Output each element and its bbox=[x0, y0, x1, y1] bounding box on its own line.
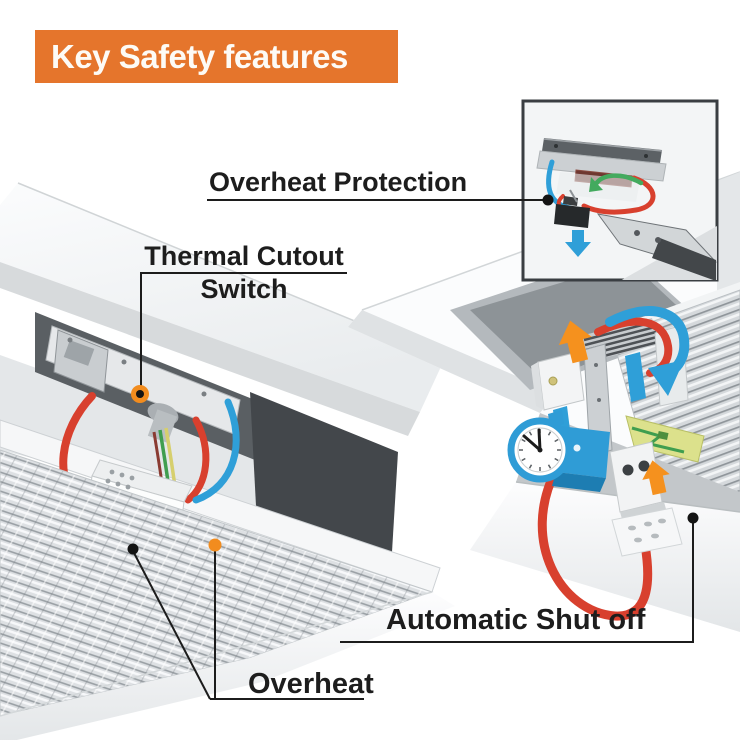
marker-overheat-black bbox=[127, 543, 139, 555]
fan-motor-assembly bbox=[531, 318, 689, 457]
down-arrow-icon bbox=[565, 230, 591, 257]
label-thermal-cutout-line2: Switch bbox=[200, 274, 288, 304]
ground-wire-zigzag bbox=[631, 426, 685, 454]
red-wire-left-2 bbox=[184, 416, 210, 504]
up-arrow-icon bbox=[558, 320, 592, 364]
right-hood-illustration bbox=[348, 171, 740, 632]
left-hood-interior-shadow bbox=[250, 392, 398, 552]
right-hood-front-edge bbox=[348, 310, 556, 413]
label-overheat: Overheat bbox=[248, 668, 374, 700]
label-overheat-protection: Overheat Protection bbox=[209, 167, 468, 197]
airflow-down-arrow-icon bbox=[605, 306, 690, 396]
outlet-box bbox=[609, 441, 683, 557]
clock-minute-hand bbox=[522, 434, 542, 452]
marker-overheat-orange bbox=[208, 538, 222, 552]
label-automatic-shutoff: Automatic Shut off bbox=[386, 604, 646, 636]
automatic-shutoff-leader-line bbox=[340, 518, 694, 643]
clock-hour-hand bbox=[537, 428, 542, 452]
marker-automatic-shutoff bbox=[687, 512, 699, 524]
blue-duct-bar bbox=[625, 352, 646, 402]
clock-icon bbox=[507, 417, 573, 483]
inset-lower-bracket bbox=[596, 213, 717, 280]
blue-wire-left bbox=[192, 398, 240, 504]
inset-red-wire bbox=[581, 175, 656, 215]
marker-thermal-cutout bbox=[136, 390, 144, 398]
inset-panel bbox=[521, 99, 719, 282]
left-hood-bottom-skirt bbox=[0, 592, 455, 740]
thermal-cutout-bracket bbox=[45, 325, 241, 443]
up-arrow-icon-2 bbox=[642, 460, 670, 496]
reset-rotate-arrow-icon bbox=[589, 173, 644, 192]
page-title: Key Safety features bbox=[51, 38, 348, 75]
thermal-fuse-switch bbox=[554, 189, 590, 228]
title-banner: Key Safety features bbox=[35, 30, 398, 83]
thermal-cutout-leader-line bbox=[140, 272, 347, 390]
marker-overheat-protection bbox=[542, 194, 554, 206]
left-hood-front-edge bbox=[0, 262, 420, 436]
label-thermal-cutout-line1: Thermal Cutout bbox=[144, 241, 344, 271]
label-thermal-cutout-switch: Thermal Cutout Switch bbox=[132, 240, 356, 306]
ground-wire-plate bbox=[625, 415, 705, 463]
left-hood-top-panel bbox=[0, 183, 445, 412]
overheat-leader-line-1 bbox=[132, 550, 211, 700]
